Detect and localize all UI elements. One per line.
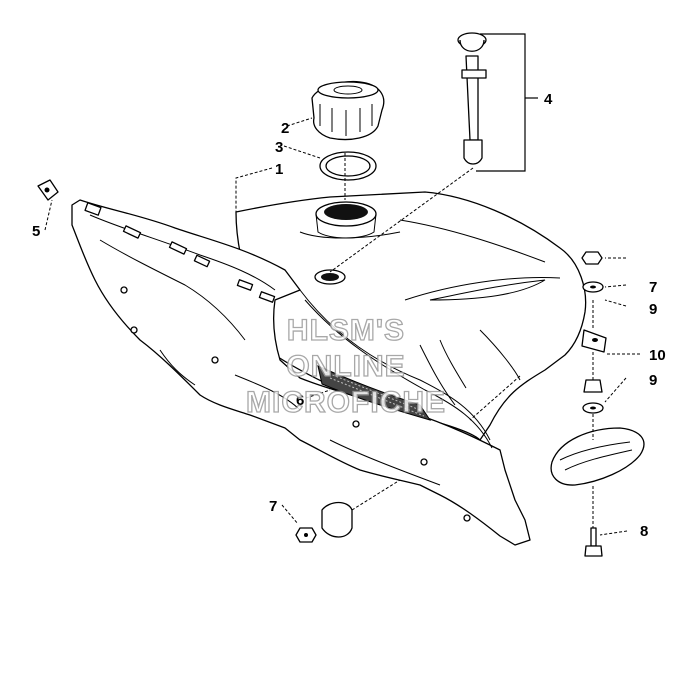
watermark: HLSM'S ONLINE MICROFICHE xyxy=(245,313,446,419)
callout-7-upper: 7 xyxy=(649,279,657,296)
callout-2: 2 xyxy=(281,120,289,137)
washer-lower xyxy=(582,402,604,414)
washer-upper xyxy=(582,281,604,293)
tank-shroud xyxy=(71,199,531,546)
watermark-line-1: HLSM'S xyxy=(287,314,405,347)
watermark-line-3: MICROFICHE xyxy=(246,386,446,419)
grommet xyxy=(321,501,353,538)
mounting-pad xyxy=(550,427,645,486)
shroud-grille xyxy=(317,365,432,421)
callout-9-lower: 9 xyxy=(649,372,657,389)
clip-bracket xyxy=(37,179,59,201)
fuel-sender xyxy=(457,32,487,165)
gasket-ring xyxy=(319,151,377,181)
fuel-cap xyxy=(311,80,385,141)
callout-9-upper: 9 xyxy=(649,301,657,318)
bushing xyxy=(583,379,603,393)
shroud-slots xyxy=(84,202,276,303)
callout-1: 1 xyxy=(275,161,283,178)
mounting-nut-upper xyxy=(581,251,603,265)
callout-3: 3 xyxy=(275,139,283,156)
callout-8: 8 xyxy=(640,523,648,540)
callout-10: 10 xyxy=(649,347,666,364)
watermark-line-2: ONLINE xyxy=(286,350,405,383)
mounting-nut-lower xyxy=(295,527,317,543)
callout-labels: 2 3 1 4 5 6 7 9 10 9 8 7 xyxy=(32,91,666,540)
callout-7-lower: 7 xyxy=(269,498,277,515)
callout-5: 5 xyxy=(32,223,40,240)
callout-4: 4 xyxy=(544,91,553,108)
sender-port xyxy=(314,269,346,285)
bolt xyxy=(584,527,603,557)
leader-lines xyxy=(44,33,640,536)
callout-6: 6 xyxy=(296,392,304,409)
shroud-studs xyxy=(120,286,471,522)
filler-neck xyxy=(315,201,377,239)
mount-tab xyxy=(581,329,607,353)
